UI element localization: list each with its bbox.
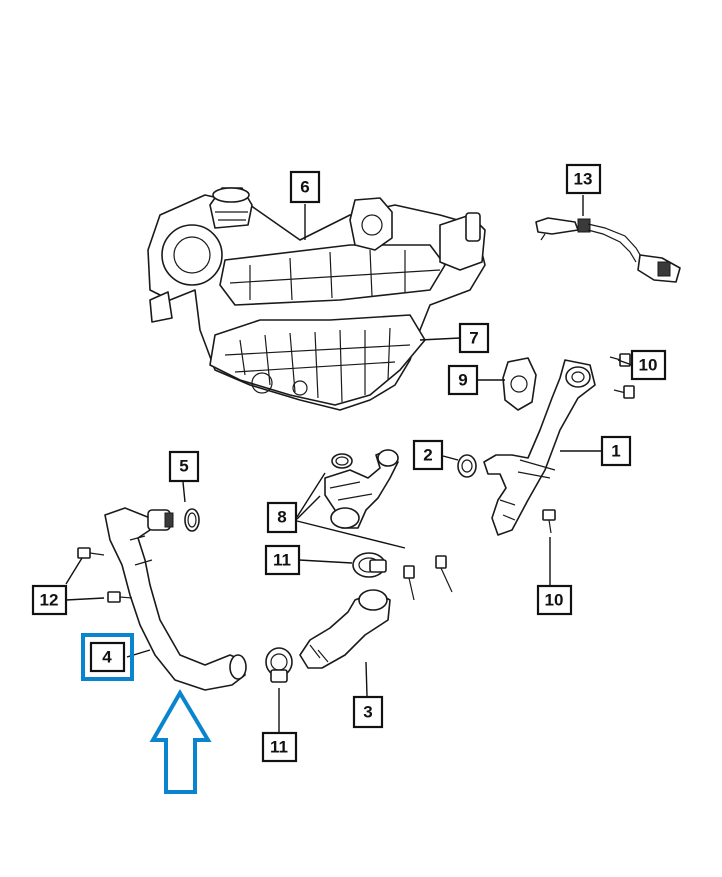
callout-8[interactable]: 8 — [266, 501, 298, 534]
callout-2-label: 2 — [423, 446, 432, 465]
egr-tube — [483, 359, 596, 536]
callout-2[interactable]: 2 — [412, 439, 444, 471]
callout-4-highlight-frame — [81, 633, 134, 681]
callout-9-label: 9 — [458, 371, 467, 390]
callout-3-label: 3 — [363, 703, 372, 722]
callout-1-label: 1 — [611, 442, 620, 461]
callout-1[interactable]: 1 — [600, 435, 632, 467]
egr-cooler-module — [147, 187, 486, 411]
callout-6-label: 6 — [300, 178, 309, 197]
coolant-pipe-4 — [104, 507, 247, 691]
callout-11-upper[interactable]: 11 — [264, 544, 301, 576]
bolt-10-upper-b — [613, 385, 635, 399]
coolant-outlet-housing — [324, 449, 399, 529]
o-ring-5 — [184, 508, 200, 532]
hose-clamp-upper — [352, 552, 387, 578]
callout-4-label: 4 — [102, 648, 112, 667]
callout-10-upper-label: 10 — [639, 356, 658, 375]
gasket-2 — [457, 454, 477, 478]
callout-4-highlighted[interactable]: 4 — [81, 633, 134, 681]
callout-5-label: 5 — [179, 457, 188, 476]
bolt-10-lower — [542, 509, 556, 534]
leader-lines — [65, 195, 633, 733]
callout-3[interactable]: 3 — [352, 695, 384, 729]
hose-clamp-lower — [265, 647, 293, 683]
bolt-12-b — [107, 591, 133, 603]
bolt-8-b — [435, 555, 453, 593]
bolt-8-a — [403, 565, 415, 601]
up-arrow-icon — [149, 689, 212, 794]
callout-12[interactable]: 12 — [31, 584, 68, 616]
callout-11-lower[interactable]: 11 — [261, 731, 298, 763]
callout-7-label: 7 — [469, 329, 478, 348]
callout-9[interactable]: 9 — [447, 364, 479, 396]
callout-11-upper-label: 11 — [273, 551, 291, 570]
callout-12-label: 12 — [40, 591, 59, 610]
callout-7[interactable]: 7 — [458, 322, 490, 354]
callout-10-lower[interactable]: 10 — [536, 584, 573, 616]
gasket-9 — [502, 357, 537, 411]
callout-11-lower-label: 11 — [270, 738, 288, 757]
callout-10-upper[interactable]: 10 — [630, 349, 667, 381]
callout-13[interactable]: 13 — [565, 163, 602, 195]
callout-5[interactable]: 5 — [168, 450, 200, 483]
callout-10-lower-label: 10 — [545, 591, 564, 610]
callout-8-label: 8 — [277, 508, 286, 527]
bolt-12-a — [77, 547, 105, 559]
callout-6[interactable]: 6 — [289, 170, 321, 204]
egr-temperature-sensor — [535, 217, 681, 283]
callout-13-label: 13 — [574, 170, 593, 189]
coolant-hose-3 — [299, 589, 391, 669]
